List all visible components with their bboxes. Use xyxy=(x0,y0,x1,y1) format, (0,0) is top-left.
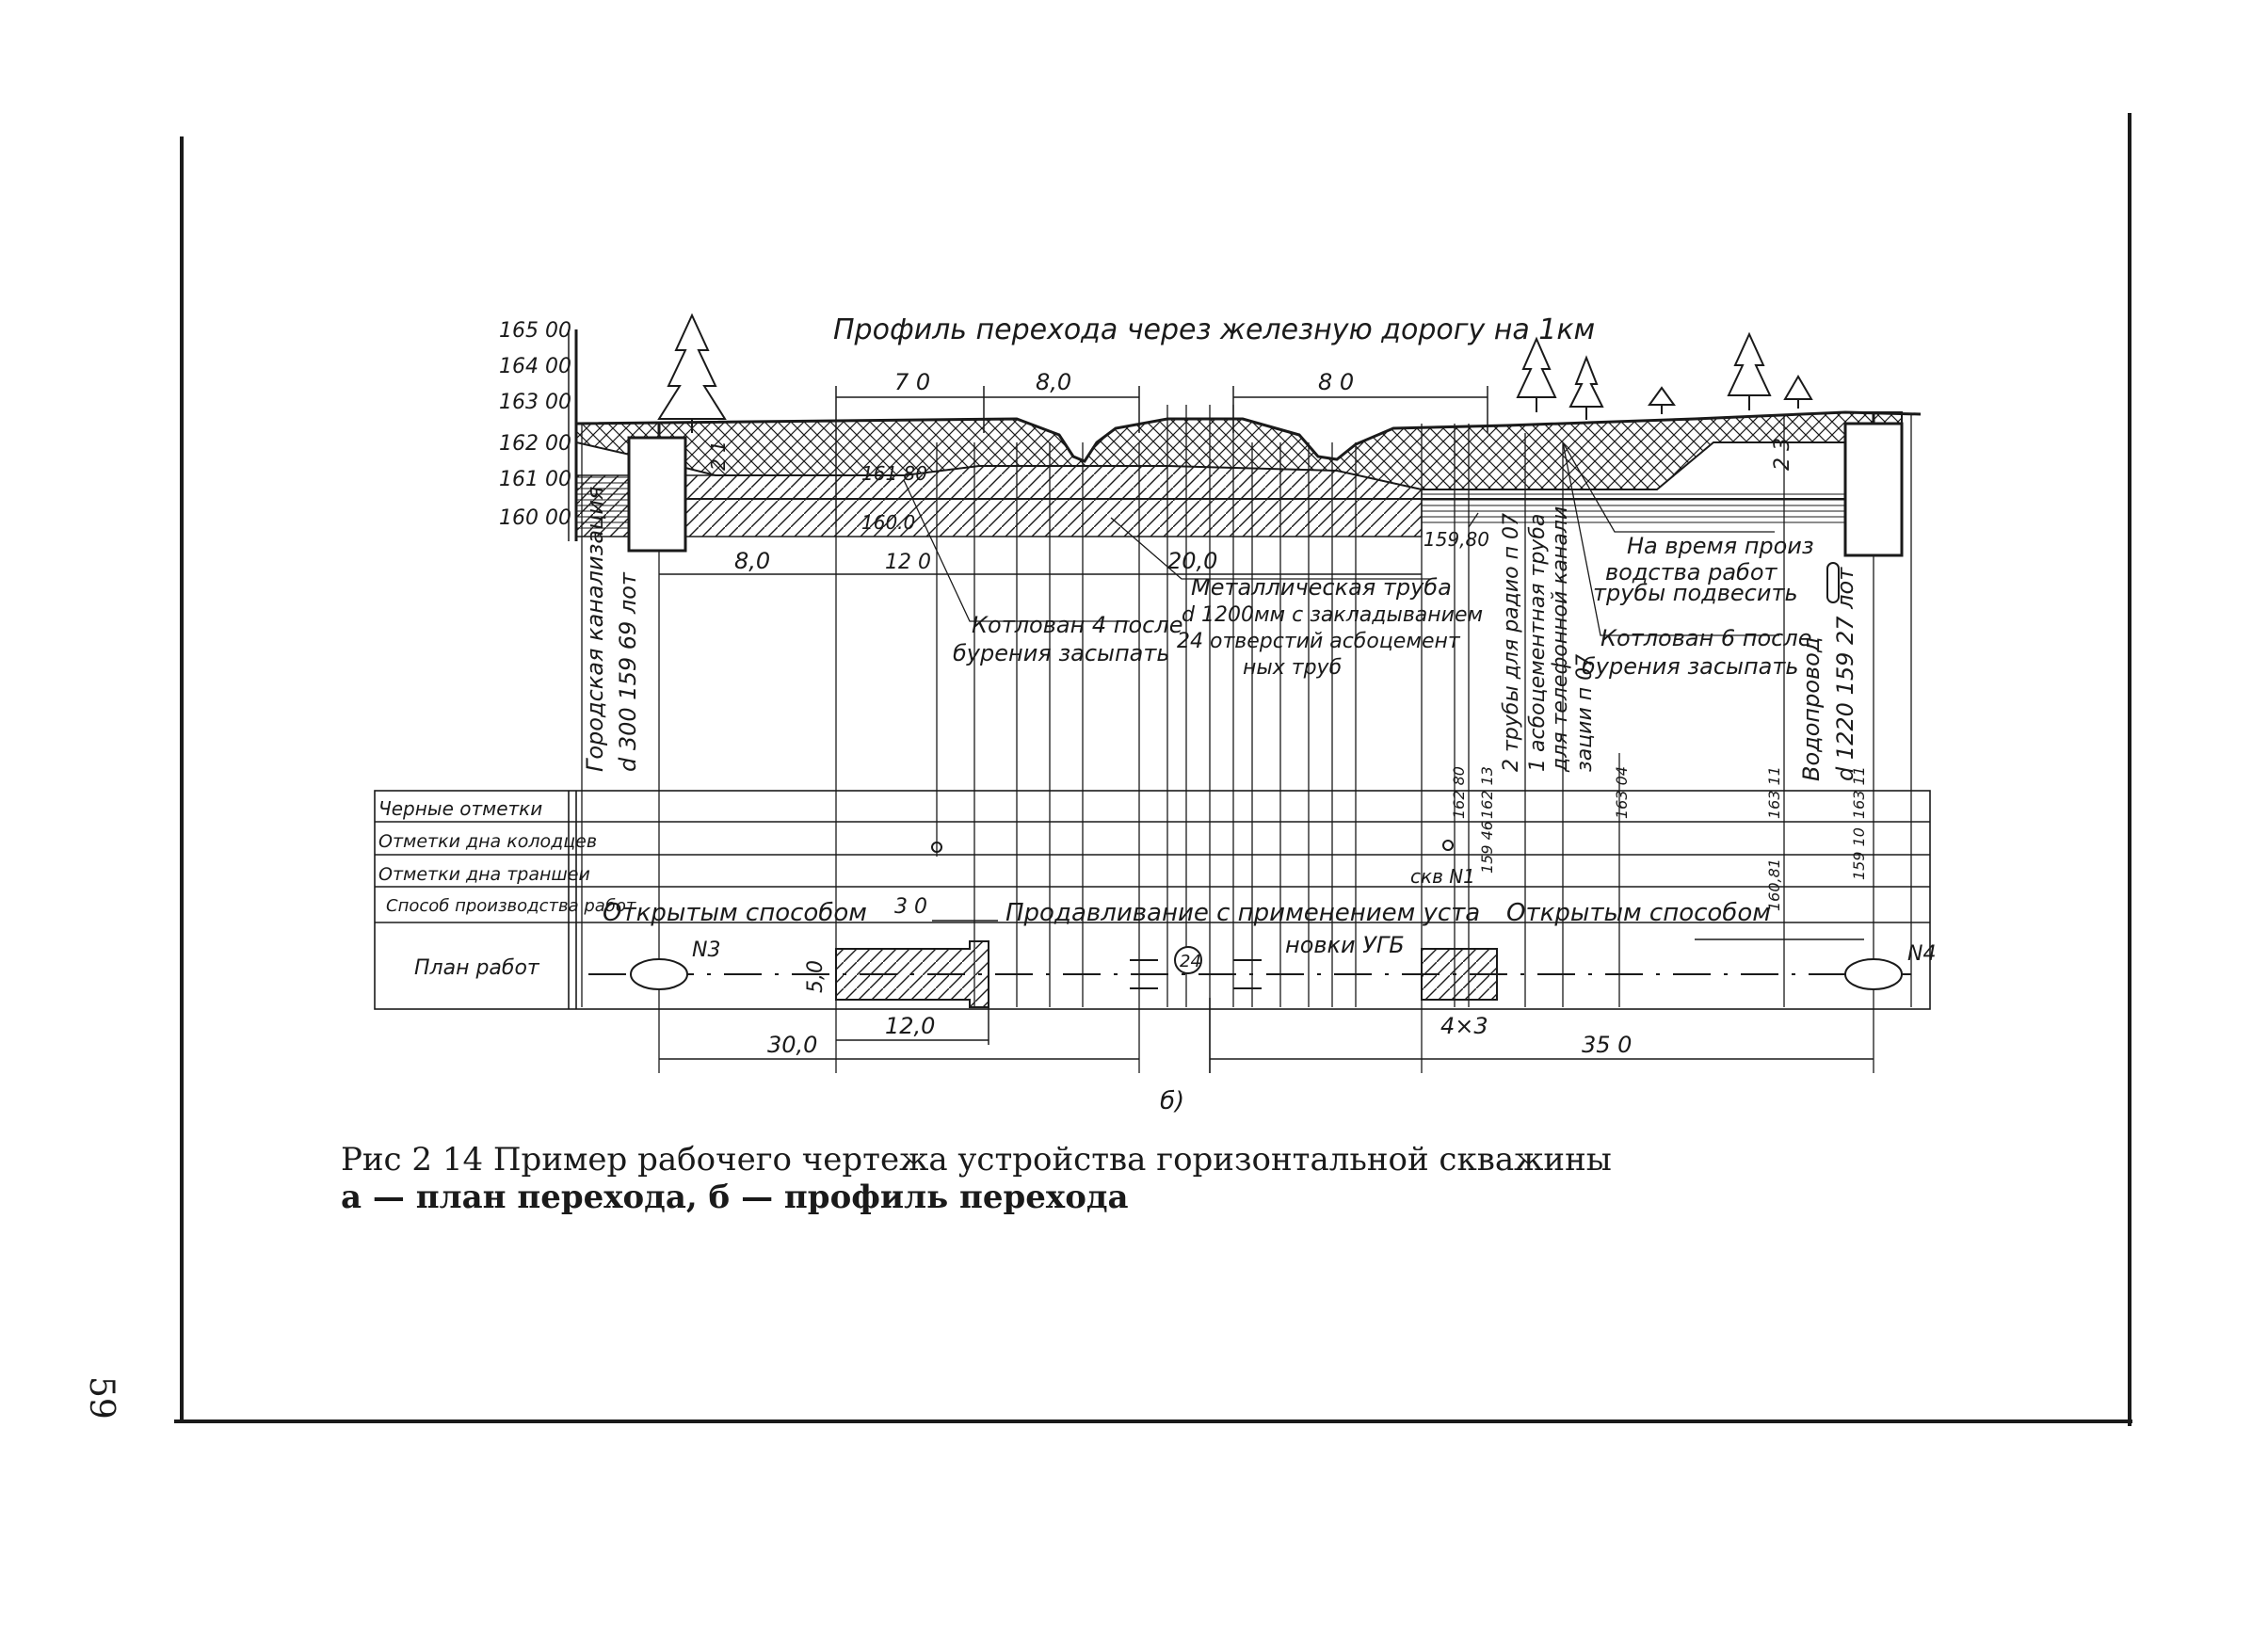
black-mark-4: 163 11 xyxy=(1765,766,1783,819)
pit6-line2: бурения засыпать xyxy=(1582,653,1799,680)
black-mark-2: 162 13 xyxy=(1478,766,1496,819)
pit4-line1: Котлован 4 после xyxy=(972,612,1182,638)
black-mark-1: 162 80 xyxy=(1450,766,1468,819)
telephone-line2: для телефонной канали xyxy=(1549,506,1572,773)
well-mark-2: 159 10 xyxy=(1850,827,1868,880)
elev-160: 160 00 xyxy=(499,506,571,530)
panel-label: б) xyxy=(1160,1087,1184,1115)
black-mark-5: 163 11 xyxy=(1850,766,1868,819)
level-161-label: 161 80 xyxy=(861,462,927,485)
page-number: 59 xyxy=(82,1376,121,1419)
tree-icon xyxy=(657,313,727,433)
tree-icon xyxy=(1568,355,1604,420)
pit6-line1: Котлован 6 после xyxy=(1600,625,1811,651)
drawing-title: Профиль перехода через железную дорогу н… xyxy=(833,313,1595,346)
well-left xyxy=(627,436,687,553)
level-160-label: 160.0 xyxy=(861,511,915,534)
elev-162: 162 00 xyxy=(499,432,571,456)
elev-161: 161 00 xyxy=(499,468,571,491)
valve-icon xyxy=(1826,562,1840,603)
plan-row xyxy=(588,940,1911,1008)
plan-circle xyxy=(1174,946,1202,974)
level-159-label: 159,80 xyxy=(1424,528,1489,551)
well-right xyxy=(1843,422,1904,557)
row-header-method: Способ производства работ xyxy=(386,896,636,916)
pit4-line2: бурения засыпать xyxy=(953,640,1170,666)
telephone-line1: 1 асбоцементная труба xyxy=(1526,514,1550,772)
depth-left-label: 2 1 xyxy=(707,441,730,471)
wells xyxy=(627,414,1904,557)
dim-top-7: 7 0 xyxy=(894,369,930,395)
pipe-line1: Металлическая труба xyxy=(1191,574,1452,601)
sewer-diameter: d 300 159 69 лот xyxy=(615,571,641,772)
method-push: Продавливание с применением уста xyxy=(1005,899,1480,927)
plan-pit-left xyxy=(835,940,989,1008)
vertical-guides xyxy=(581,405,1912,1073)
ground-surface xyxy=(575,410,1922,463)
dim-mid-12: 12 0 xyxy=(885,551,931,574)
dim-bottom-12: 12,0 xyxy=(885,1013,935,1039)
method-open-left: Открытым способом xyxy=(603,899,867,927)
plan-well-left xyxy=(630,958,688,990)
dim-top-8a: 8,0 xyxy=(1036,369,1071,395)
elev-165: 165 00 xyxy=(499,319,571,343)
frame-bottom-border xyxy=(174,1419,2132,1423)
well-mark-right xyxy=(1442,840,1454,851)
plan-pit-right xyxy=(1421,948,1498,1001)
row-header-black: Черные отметки xyxy=(378,797,542,820)
water-diameter: d 1220 159 27 лот xyxy=(1832,567,1858,781)
row-header-wells: Отметки дна колодцев xyxy=(378,831,597,852)
dim-bottom-30: 30,0 xyxy=(767,1032,817,1058)
method-open-right: Открытым способом xyxy=(1506,899,1771,927)
dim-mid-8: 8,0 xyxy=(734,548,770,574)
method-push-cont: новки УГБ xyxy=(1285,932,1405,958)
trench-mark-1: скв N1 xyxy=(1410,865,1475,888)
dim-3: 3 0 xyxy=(894,895,927,919)
well-mark-1: 159 46 xyxy=(1478,821,1496,874)
plan-well-left-label: N3 xyxy=(692,938,720,962)
black-mark-3: 163 04 xyxy=(1613,766,1631,819)
tree-icon xyxy=(1516,336,1557,412)
dim-bottom-35: 35 0 xyxy=(1582,1032,1632,1058)
row-header-trench: Отметки дна траншеи xyxy=(378,864,590,885)
pipe-line4: ных труб xyxy=(1243,656,1342,680)
hang-line2: водства работ xyxy=(1605,559,1778,585)
bottom-dimensions xyxy=(659,998,1874,1073)
tree-icon xyxy=(1727,331,1772,410)
elevation-scale: 165 00 164 00 163 00 162 00 161 00 160 0… xyxy=(499,319,578,541)
dim-5: 5,0 xyxy=(804,960,828,993)
sand-layer-right xyxy=(1422,489,1902,527)
dim-top-8b: 8 0 xyxy=(1318,369,1354,395)
figure-caption-line2: а — план перехода, б — профиль перехода xyxy=(341,1179,1129,1216)
frame-left-border xyxy=(180,136,184,1421)
elev-164: 164 00 xyxy=(499,355,571,378)
trench-mark-2: 160,81 xyxy=(1765,858,1783,911)
elev-163: 163 00 xyxy=(499,391,571,414)
plan-well-right-label: N4 xyxy=(1907,942,1936,966)
clay-layer xyxy=(575,465,1423,537)
pipe-line3: 24 отверстий асбоцемент xyxy=(1177,630,1461,653)
dim-bottom-4x3: 4×3 xyxy=(1440,1013,1488,1039)
depth-right-label: 2 3 xyxy=(1771,438,1794,471)
telephone-line3: зации п 07 xyxy=(1573,654,1597,772)
sewer-label: Городская канализация xyxy=(582,487,608,772)
radio-label: 2 трубы для радио п 07 xyxy=(1500,513,1523,772)
row-header-plan: План работ xyxy=(414,956,540,980)
water-label: Водопровод xyxy=(1798,637,1825,781)
data-table xyxy=(374,790,1931,1010)
figure-caption-line1: Рис 2 14 Пример рабочего чертежа устройс… xyxy=(341,1141,1612,1179)
tree-icon xyxy=(1648,386,1676,414)
plan-circle-number: 24 xyxy=(1180,952,1201,971)
leader-lines xyxy=(903,441,1779,636)
plan-well-right xyxy=(1844,958,1903,990)
frame-right-border xyxy=(2128,113,2131,1426)
well-mark-left xyxy=(931,842,942,853)
soil-profile xyxy=(575,410,1922,537)
dim-mid-20: 20,0 xyxy=(1167,548,1217,574)
hang-line3: трубы подвесить xyxy=(1593,580,1798,606)
hang-line1: На время произ xyxy=(1627,533,1814,559)
pipe-line2: d 1200мм с закладыванием xyxy=(1182,603,1483,627)
tree-icon xyxy=(1783,375,1813,409)
